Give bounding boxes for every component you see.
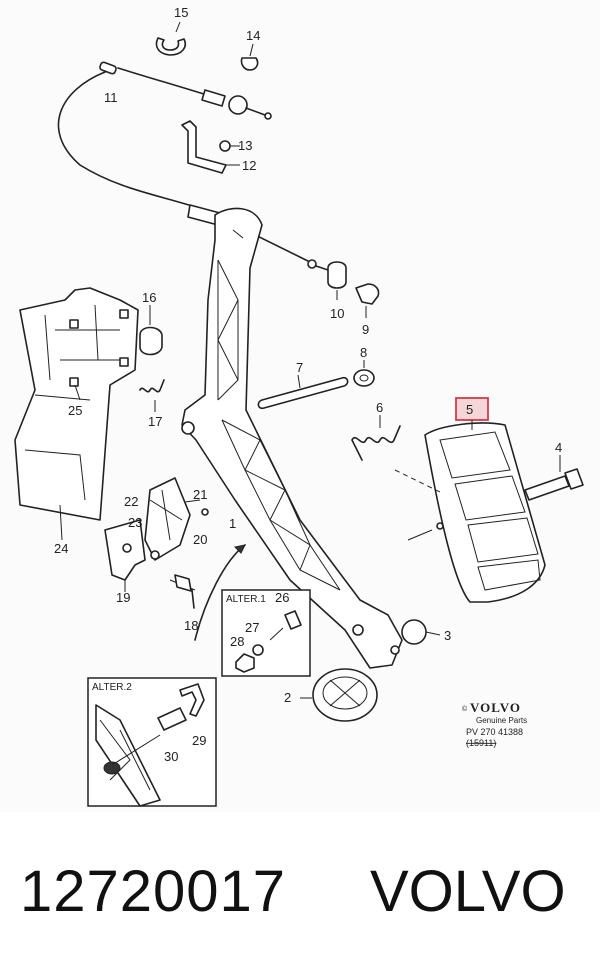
callout-21: 21 <box>193 487 207 502</box>
nut-3 <box>401 619 427 645</box>
pedal-arm <box>181 207 403 669</box>
callout-10: 10 <box>330 306 344 321</box>
callout-18: 18 <box>184 618 198 633</box>
callout-29: 29 <box>192 733 206 748</box>
pin-9 <box>355 283 380 305</box>
washer-8 <box>353 369 375 387</box>
callout-2: 2 <box>284 690 291 705</box>
callout-25: 25 <box>68 403 82 418</box>
cable <box>57 71 206 211</box>
callout-24: 24 <box>54 541 68 556</box>
volvo-watermark: © VOLVO Genuine Parts PV 270 41388 (1591… <box>462 700 527 748</box>
callout-12: 12 <box>242 158 256 173</box>
callout-1: 1 <box>229 516 236 531</box>
watermark-subtitle: Genuine Parts <box>476 716 527 725</box>
inset-alter-2-label: ALTER.2 <box>92 682 132 693</box>
callout-20: 20 <box>193 532 207 547</box>
callout-19: 19 <box>116 590 130 605</box>
callout-30: 30 <box>164 749 178 764</box>
part-number: 12720017 <box>20 859 287 924</box>
watermark-struck: (15911) <box>466 738 496 748</box>
callout-16: 16 <box>142 290 156 305</box>
callout-4: 4 <box>555 440 562 455</box>
parts-diagram: ALTER.1 ALTER.2 15 14 11 13 12 16 10 9 8… <box>14 5 584 807</box>
brand-name: VOLVO <box>370 859 566 924</box>
watermark-code: PV 270 41388 <box>466 727 523 737</box>
callout-14: 14 <box>246 28 260 43</box>
callout-23: 23 <box>128 515 142 530</box>
spring-6 <box>351 425 401 461</box>
callout-26: 26 <box>275 590 289 605</box>
callout-15: 15 <box>174 5 188 20</box>
callout-8: 8 <box>360 345 367 360</box>
callout-13: 13 <box>238 138 252 153</box>
callout-17: 17 <box>148 414 162 429</box>
bolt-4 <box>524 475 570 501</box>
bracket-24 <box>14 287 139 521</box>
watermark-brand: VOLVO <box>470 700 521 715</box>
callout-6: 6 <box>376 400 383 415</box>
clip-15 <box>155 37 186 56</box>
screw-18 <box>174 574 192 592</box>
inset-alter-1-label: ALTER.1 <box>226 594 266 605</box>
cable-nut <box>228 95 248 115</box>
callout-22: 22 <box>124 494 138 509</box>
cable-end <box>201 89 226 107</box>
callout-28: 28 <box>230 634 244 649</box>
rod-7 <box>257 376 349 410</box>
callout-5: 5 <box>466 402 473 417</box>
callout-7: 7 <box>296 360 303 375</box>
callout-9: 9 <box>362 322 369 337</box>
callout-3: 3 <box>444 628 451 643</box>
watermark-copyright: © <box>462 705 468 713</box>
cable-outer <box>117 67 211 97</box>
clip-14 <box>240 57 259 71</box>
callout-11: 11 <box>104 90 118 105</box>
spring-17 <box>139 379 165 393</box>
callout-27: 27 <box>245 620 259 635</box>
cable-ferrule <box>99 61 117 75</box>
footer <box>0 812 600 974</box>
bushing-10 <box>327 261 347 289</box>
bump-16 <box>139 326 163 356</box>
